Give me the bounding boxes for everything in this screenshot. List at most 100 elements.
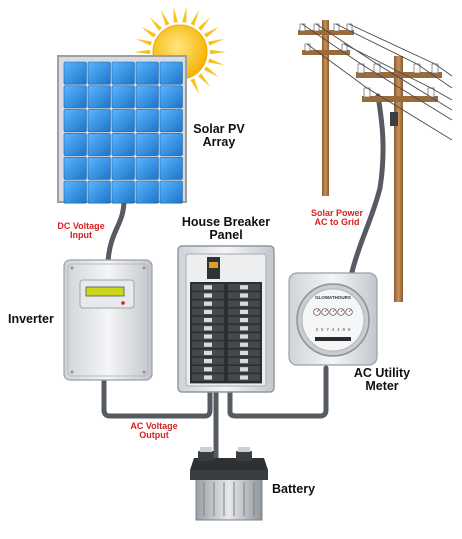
breaker-toggle [204,318,212,323]
sun-ray [198,17,211,31]
power-lines [301,23,453,141]
meter-dial-needle [316,309,319,313]
battery [190,447,268,521]
pv-cell [135,109,159,133]
utility-pole-back [298,20,354,196]
breaker-toggle [240,326,248,331]
meter-dial-needle [332,309,335,313]
utility-pole-front [356,56,442,302]
breaker-toggle [240,301,248,306]
pv-cell [111,156,135,180]
breaker-toggle [204,350,212,355]
pv-cell [135,156,159,180]
label-inverter: Inverter [8,312,54,326]
sun-ray [208,39,225,46]
solar-pv-array [57,55,187,204]
pv-cell [111,109,135,133]
pv-cell [87,85,111,109]
pv-cell [159,61,183,85]
pv-cell [87,61,111,85]
sun-ray [160,10,170,26]
pv-cell [87,133,111,156]
house-breaker-panel [177,245,275,393]
pv-cell [63,109,87,133]
pv-cell [135,85,159,109]
pv-cell [159,85,183,109]
pv-cell [111,180,135,204]
meter-brand: GLOWATHOURS [315,295,351,300]
breaker-toggle [204,367,212,372]
breaker-toggle [204,285,212,290]
sun-ray [204,66,219,77]
pv-cell [87,109,111,133]
pv-cell [159,156,183,180]
sun-ray [182,6,187,23]
sun-ray [209,49,226,55]
label-battery: Battery [272,482,316,496]
inverter-status-led [121,301,125,305]
breaker-toggle [240,309,248,314]
breaker-toggle [240,318,248,323]
sun-ray [190,78,200,94]
pv-cell [87,156,111,180]
sun-ray [204,27,219,38]
ac-output-cable [101,375,213,419]
breaker-toggle [204,375,212,380]
pv-cell [111,133,135,156]
panel-to-meter-cable [227,365,329,419]
pv-cell [63,61,87,85]
breaker-toggle [204,359,212,364]
breaker-toggle [204,293,212,298]
breaker-toggle [240,285,248,290]
breaker-toggle [240,334,248,339]
pv-cell [63,85,87,109]
sun-ray [173,6,178,23]
inverter [63,259,153,381]
pv-cell [87,180,111,204]
sun-ray [134,49,151,55]
breaker-toggle [240,359,248,364]
utility-poles [298,20,453,302]
cables [101,93,386,461]
pv-cell [135,133,159,156]
inverter-display [85,286,125,297]
breaker-toggle [240,367,248,372]
pv-cell [63,156,87,180]
breaker-toggle [240,350,248,355]
meter-dial-needle [348,309,351,313]
grid-cable [349,93,386,275]
pv-cell [159,133,183,156]
meter-dial-needle [340,309,343,313]
sun-ray [135,39,152,46]
pv-cell [135,180,159,204]
breaker-toggle [204,301,212,306]
pv-cell [159,180,183,204]
sun-ray [208,58,225,65]
pv-cell [63,180,87,204]
breaker-toggle [204,342,212,347]
ac-utility-meter: GLOWATHOURS 3 5 7 4 4 0 8 [288,272,378,366]
meter-dial-needle [324,309,327,313]
breaker-toggle [240,375,248,380]
pv-cell [135,61,159,85]
breaker-toggle [204,334,212,339]
breaker-toggle [204,309,212,314]
breaker-toggle [240,342,248,347]
pv-cell [111,85,135,109]
sun-ray [141,27,156,38]
pv-cell [111,61,135,85]
sun-ray [190,10,200,26]
sun-ray [198,73,211,87]
pv-cell [63,133,87,156]
dc-cable [105,197,127,265]
pv-cell [159,109,183,133]
sun-ray [149,17,162,31]
meter-serial: 3 5 7 4 4 0 8 [315,327,350,333]
